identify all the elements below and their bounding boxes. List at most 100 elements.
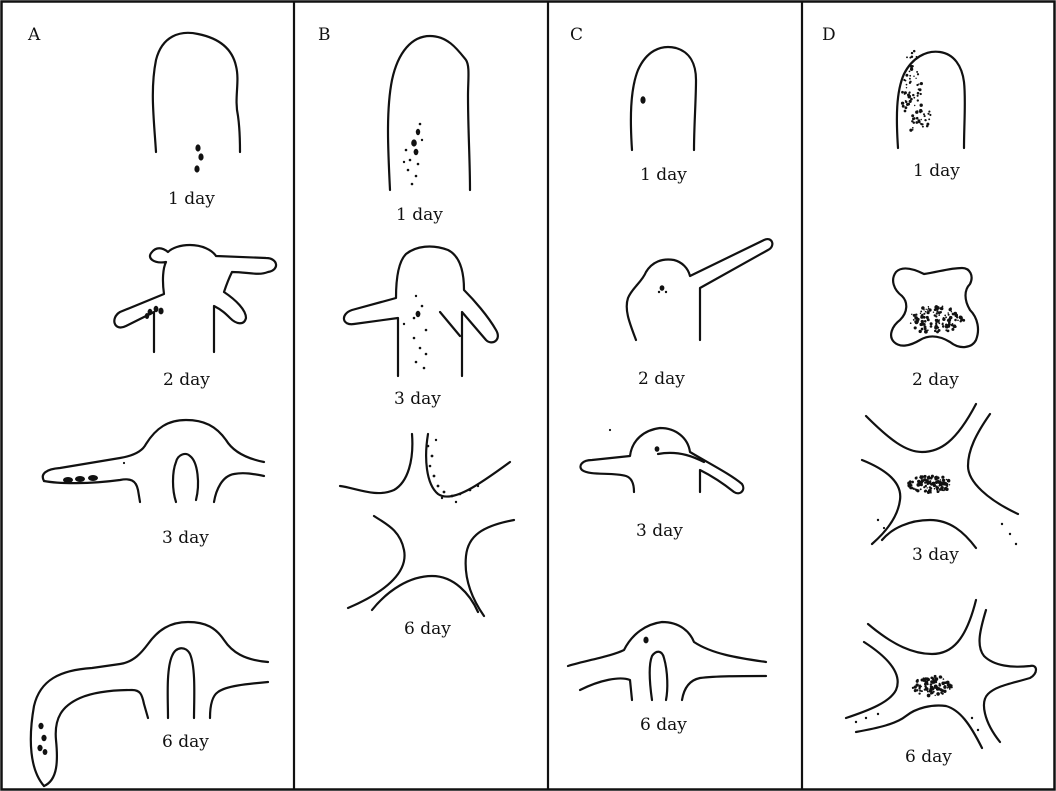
stipple-dot (924, 115, 926, 117)
stipple-dot (929, 689, 933, 693)
stipple-dot (911, 52, 913, 54)
panel-a: A 1 day 2 day 3 day (27, 25, 276, 786)
stipple-dot (920, 315, 923, 318)
stipple-dot (948, 314, 950, 316)
stipple-dot (907, 482, 909, 484)
stipple-dot (928, 320, 930, 322)
stipple-dot (955, 326, 957, 328)
stipple-dot (951, 328, 954, 331)
stipple-dot (910, 322, 912, 324)
stipple-dot (927, 491, 930, 494)
panel-b-stage-3-label: 3 day (394, 389, 441, 409)
panel-b-stage-6-label: 6 day (404, 619, 451, 639)
panel-d-stage-6-stipple (912, 675, 953, 697)
stipple-dot (912, 94, 914, 96)
stipple-dot (916, 110, 918, 112)
panel-a-stage-3-drawing (43, 420, 264, 502)
stipple-dot (935, 315, 937, 317)
stipple-dot (954, 319, 957, 322)
stipple-dot (930, 325, 933, 328)
stipple-dot (924, 320, 927, 323)
stipple-dot (944, 685, 946, 687)
stipple-dot (937, 692, 939, 694)
stipple-dot (945, 483, 948, 486)
stipple-dot (917, 73, 919, 75)
stipple-dot (932, 475, 934, 477)
stipple-dot (924, 330, 928, 334)
stipple-dot (924, 490, 927, 493)
stipple-dot (913, 50, 916, 53)
stipple-dot (940, 479, 942, 481)
stipple-dot (933, 677, 935, 679)
panel-d-stage-6-drawing (846, 600, 1036, 748)
stipple-dot (925, 687, 927, 689)
stipple-dot (918, 482, 922, 486)
stipple-dot (936, 480, 940, 484)
stipple-dot (936, 311, 938, 313)
stipple-dot (927, 113, 929, 115)
stipple-dot (925, 485, 927, 487)
panel-d-stage-2-label: 2 day (912, 370, 959, 390)
stipple-dot (924, 482, 926, 484)
stipple-dot (920, 82, 923, 85)
stipple-dot (926, 683, 928, 685)
panel-d-stage-3-drawing (862, 404, 1018, 548)
stipple-dot (911, 314, 912, 315)
stipple-dot (915, 489, 918, 492)
stipple-dot (962, 319, 965, 322)
stipple-dot (919, 323, 922, 326)
stipple-dot (905, 74, 908, 77)
stipple-dot (938, 329, 941, 332)
stipple-dot (910, 98, 913, 101)
stipple-dot (952, 323, 954, 325)
panel-a-stage-1-drawing (153, 33, 240, 173)
stipple-dot (923, 313, 925, 315)
stipple-dot (936, 319, 938, 321)
stipple-dot (909, 57, 911, 59)
panel-d-stage-3-stipple (907, 475, 950, 494)
stipple-dot (930, 492, 932, 494)
stipple-dot (947, 318, 951, 322)
panel-c-stage-3-drawing (580, 428, 743, 493)
panel-d: D 1 day 2 day 3 day (822, 25, 1036, 767)
stipple-dot (942, 318, 945, 321)
stipple-dot (909, 71, 911, 73)
stipple-dot (947, 312, 949, 314)
stipple-dot (916, 318, 919, 321)
stipple-dot (938, 322, 940, 324)
panel-d-stage-6-label: 6 day (905, 747, 952, 767)
stipple-dot (902, 105, 905, 108)
stipple-dot (945, 316, 947, 318)
panel-d-stage-1-label: 1 day (913, 161, 960, 181)
stipple-dot (904, 91, 907, 94)
stipple-dot (921, 320, 924, 323)
panel-a-stage-2-drawing (114, 245, 276, 352)
stipple-dot (919, 330, 922, 333)
stipple-dot (937, 306, 940, 309)
stipple-dot (936, 476, 939, 479)
stipple-dot (929, 486, 932, 489)
stipple-dot (932, 680, 936, 684)
stipple-dot (929, 114, 931, 116)
stipple-dot (917, 95, 919, 97)
stipple-dot (959, 320, 961, 322)
stipple-dot (912, 118, 915, 121)
stipple-dot (920, 104, 923, 107)
stipple-dot (946, 479, 948, 481)
stipple-dot (950, 684, 953, 687)
stipple-dot (928, 111, 930, 113)
stipple-dot (936, 312, 938, 314)
stipple-dot (928, 308, 931, 311)
stipple-dot (916, 684, 918, 686)
stipple-dot (914, 320, 917, 323)
stipple-dot (909, 129, 912, 132)
stipple-dot (930, 683, 933, 686)
stipple-dot (936, 688, 938, 690)
panel-d-stage-2-stipple (910, 305, 965, 333)
stipple-dot (911, 114, 914, 117)
stipple-dot (918, 692, 920, 694)
panel-c-stage-3-label: 3 day (636, 521, 683, 541)
stipple-dot (942, 322, 944, 324)
stipple-dot (910, 65, 913, 68)
panel-d-letter: D (822, 25, 836, 45)
